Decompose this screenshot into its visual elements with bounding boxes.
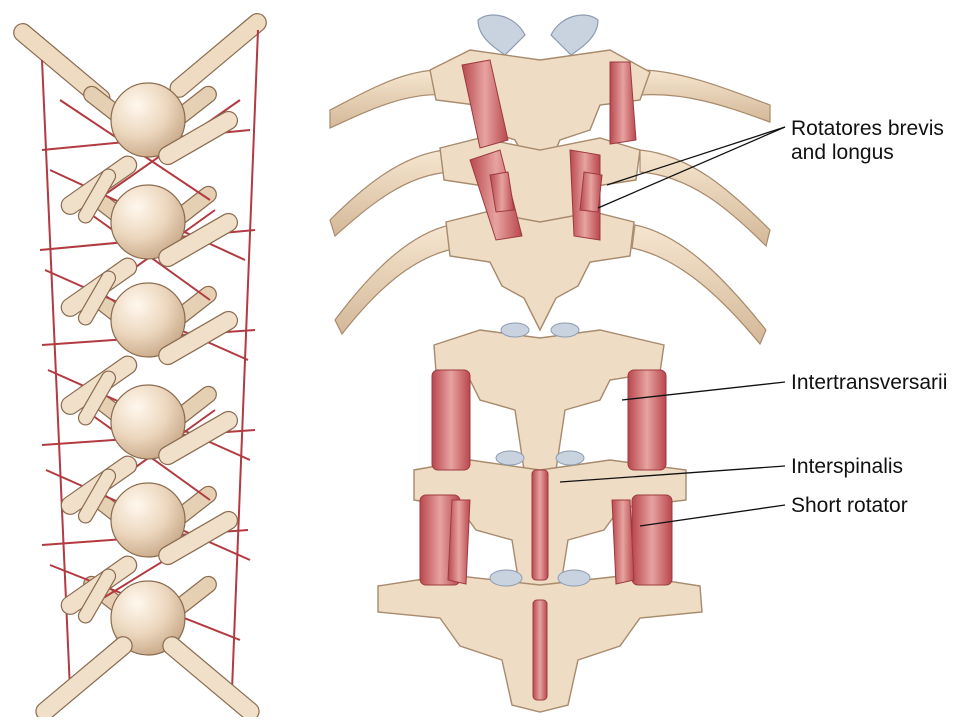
anatomical-spine-illustration [330,15,770,712]
rotatores-label-line1: Rotatores brevis [791,117,944,141]
schematic-spine-model [10,10,270,717]
rotatores-label-line2: and longus [791,141,894,165]
intertransversarii-label: Intertransversarii [791,371,947,395]
short-rotator-label: Short rotator [791,494,908,518]
interspinalis-label: Interspinalis [791,455,903,479]
